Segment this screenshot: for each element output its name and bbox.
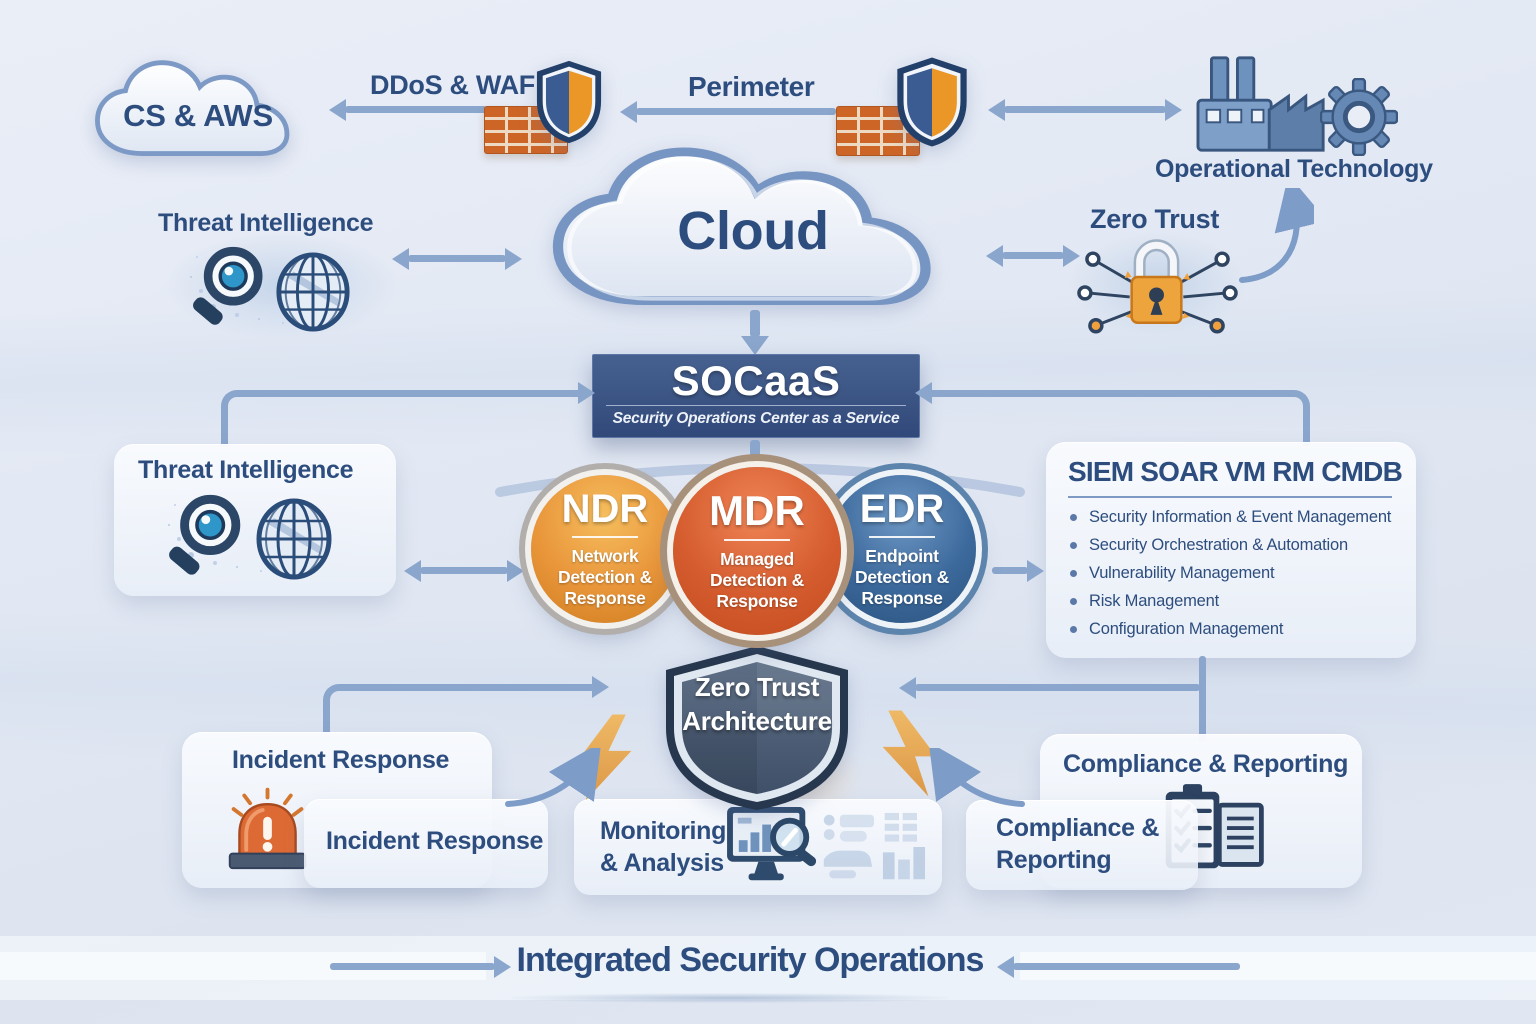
magnifier-eye-icon bbox=[169, 494, 241, 575]
bullet-icon bbox=[1070, 542, 1077, 549]
bullet-icon bbox=[1070, 514, 1077, 521]
socaas-title: SOCaaS bbox=[671, 357, 841, 404]
divider bbox=[572, 536, 638, 538]
cloud-node: Cloud bbox=[528, 136, 978, 326]
mdr-abbr: MDR bbox=[709, 487, 805, 534]
arrow-compliance-to-shield bbox=[928, 748, 1025, 807]
monitor-chart-magnifier-icon bbox=[727, 806, 817, 881]
cloud-label: Cloud bbox=[677, 201, 829, 261]
threat-intelligence-top-label: Threat Intelligence bbox=[158, 209, 374, 237]
arrowhead bbox=[578, 382, 595, 404]
globe-icon bbox=[276, 252, 350, 332]
threat-panel-title: Threat Intelligence bbox=[138, 456, 354, 484]
arrowhead bbox=[592, 676, 609, 698]
incident-response-tag-label: Incident Response bbox=[326, 827, 544, 855]
perimeter-icon bbox=[836, 54, 978, 156]
arrow-ti-cloud bbox=[408, 255, 506, 262]
arrowhead bbox=[915, 382, 932, 404]
connector-siem-to-socaas bbox=[929, 390, 1310, 446]
alarm-siren-icon bbox=[228, 787, 307, 870]
compliance-title: Compliance & Reporting bbox=[1063, 750, 1349, 778]
threat-intelligence-top-icons bbox=[190, 238, 370, 338]
arrow-zerotrust-to-ot bbox=[1239, 188, 1314, 283]
arrow-perimeter-to-ddos bbox=[636, 108, 836, 115]
threat-intelligence-panel: Threat Intelligence bbox=[114, 444, 396, 596]
cs-aws-cloud: CS & AWS bbox=[82, 52, 314, 170]
siem-panel: SIEM SOAR VM RM CMDB Security Informatio… bbox=[1046, 442, 1416, 658]
connector-ti-to-socaas bbox=[221, 390, 581, 446]
list-item: Configuration Management bbox=[1068, 620, 1391, 639]
socaas-subtitle: Security Operations Center as a Service bbox=[612, 410, 900, 427]
zero-trust-label: Zero Trust bbox=[1090, 204, 1220, 234]
shield-icon bbox=[666, 646, 848, 810]
cloud-icon bbox=[552, 147, 931, 306]
arrow-ddos-to-csaws bbox=[345, 106, 487, 113]
arrow-perimeter-ot bbox=[1004, 106, 1166, 113]
faded-analytics-decor bbox=[823, 812, 926, 880]
cloud-icon bbox=[95, 60, 290, 156]
arrow-edr-siem bbox=[992, 567, 1028, 574]
arrow-ir-to-shield bbox=[505, 748, 602, 807]
magnifier-eye-icon bbox=[193, 246, 263, 325]
list-item: Risk Management bbox=[1068, 592, 1391, 611]
arrow-tipanel-ndr bbox=[420, 567, 508, 574]
edr-abbr: EDR bbox=[859, 487, 945, 531]
zero-trust-lock-icon bbox=[1077, 239, 1238, 334]
footer-title: Integrated Security Operations bbox=[516, 941, 985, 979]
connector-ir-to-shield bbox=[323, 684, 595, 733]
arrow-footer-right bbox=[1013, 963, 1240, 970]
bullet-icon bbox=[1070, 598, 1077, 605]
lightning-bolt-icon bbox=[882, 710, 937, 797]
arrow-cloud-zerotrust bbox=[1002, 252, 1064, 259]
divider bbox=[606, 405, 906, 406]
operational-technology-node bbox=[1190, 50, 1420, 190]
incident-response-tag: Incident Response bbox=[304, 799, 548, 888]
cs-aws-label: CS & AWS bbox=[123, 98, 273, 133]
ndr-abbr: NDR bbox=[561, 487, 649, 531]
list-item: Security Orchestration & Automation bbox=[1068, 536, 1391, 555]
socaas-banner: SOCaaS Security Operations Center as a S… bbox=[592, 354, 920, 438]
connector-siem-down bbox=[1199, 656, 1206, 742]
arrow-footer-left bbox=[330, 963, 495, 970]
arrow-cloud-to-socaas bbox=[750, 310, 760, 337]
monitoring-label: Monitoring& Analysis bbox=[600, 817, 727, 877]
arrow-socaas-to-services bbox=[750, 440, 760, 462]
ddos-waf-icon bbox=[484, 58, 608, 156]
shield-icon bbox=[897, 57, 967, 147]
ddos-waf-label: DDoS & WAF bbox=[370, 70, 535, 100]
globe-icon bbox=[256, 498, 332, 580]
footer-underline-decor bbox=[512, 993, 948, 1003]
shield-icon bbox=[536, 60, 602, 144]
siem-bullet-list: Security Information & Event Management … bbox=[1068, 508, 1391, 648]
compliance-tag: Compliance &Reporting bbox=[966, 800, 1198, 890]
list-item: Vulnerability Management bbox=[1068, 564, 1391, 583]
divider bbox=[1068, 496, 1392, 498]
bullet-icon bbox=[1070, 570, 1077, 577]
perimeter-label: Perimeter bbox=[688, 71, 815, 102]
arrow-right-to-shield bbox=[915, 684, 1200, 691]
bullet-icon bbox=[1070, 626, 1077, 633]
divider bbox=[724, 539, 790, 541]
operational-technology-label: Operational Technology bbox=[1155, 155, 1433, 183]
factory-icon bbox=[1196, 56, 1325, 152]
monitoring-panel: Monitoring& Analysis bbox=[574, 799, 942, 895]
compliance-tag-label: Compliance &Reporting bbox=[996, 814, 1160, 874]
gear-icon bbox=[1320, 78, 1398, 156]
divider bbox=[869, 536, 935, 538]
incident-response-title: Incident Response bbox=[232, 746, 450, 774]
siem-panel-title: SIEM SOAR VM RM CMDB bbox=[1068, 456, 1403, 487]
list-item: Security Information & Event Management bbox=[1068, 508, 1391, 527]
lightning-bolt-icon bbox=[577, 714, 632, 801]
